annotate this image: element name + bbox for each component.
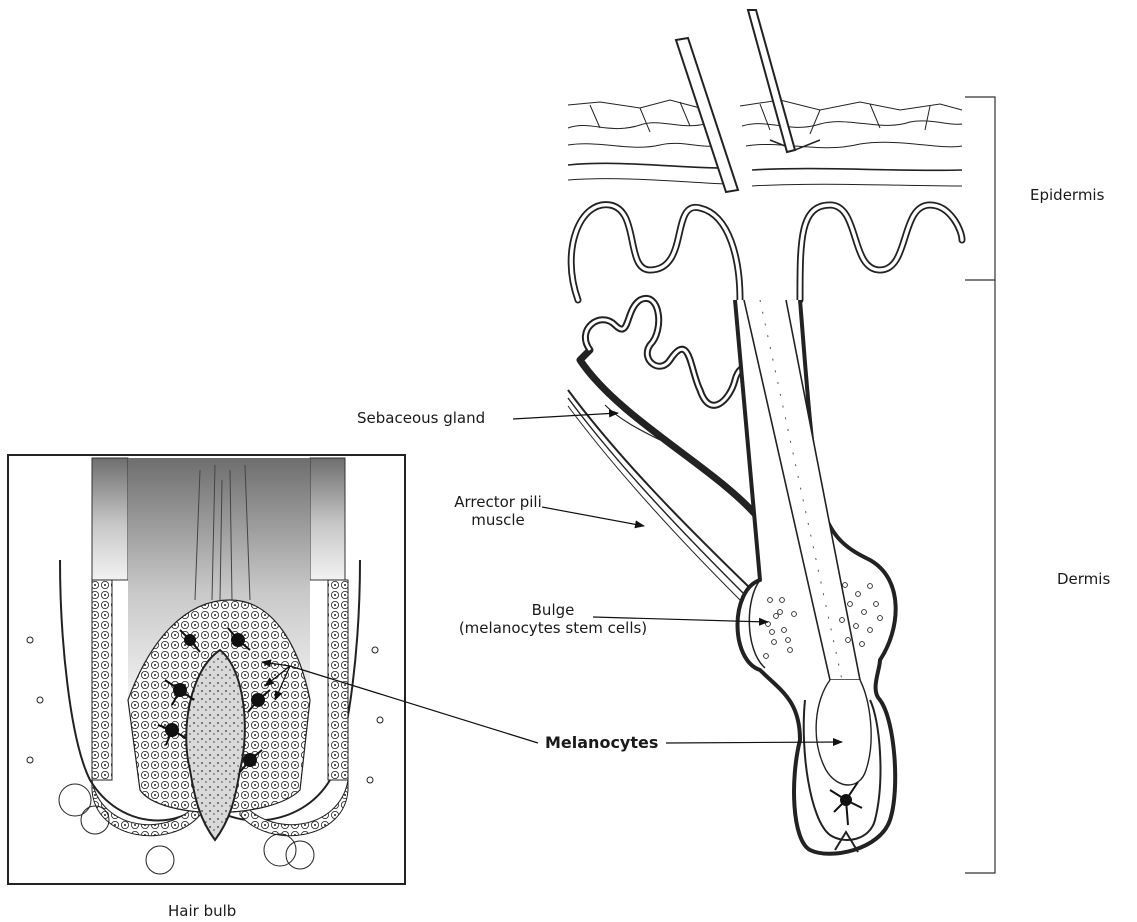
melanocytes-label: Melanocytes	[545, 734, 658, 752]
arrector-pili-label-line2: muscle	[448, 511, 548, 529]
bulge-label: Bulge (melanocytes stem cells)	[438, 601, 668, 637]
bulge-label-line2: (melanocytes stem cells)	[438, 619, 668, 637]
bulge-label-line1: Bulge	[438, 601, 668, 619]
layer-brackets	[965, 97, 995, 873]
hair-shafts	[676, 10, 795, 192]
arrector-pili-label-line1: Arrector pili	[448, 493, 548, 511]
sebaceous-gland-label: Sebaceous gland	[357, 409, 485, 427]
sebaceous-gland-shape	[580, 298, 760, 520]
epidermis-label: Epidermis	[1030, 186, 1104, 204]
sebaceous-gland-arrow	[513, 413, 618, 419]
epidermis-layer	[568, 100, 962, 186]
follicle	[735, 300, 896, 854]
hair-bulb-label: Hair bulb	[168, 902, 236, 920]
arrector-pili-arrow	[542, 507, 644, 526]
arrector-pili-label: Arrector pili muscle	[448, 493, 548, 529]
dermal-papillae	[571, 205, 962, 300]
dermis-label: Dermis	[1057, 570, 1110, 588]
hair-bulb-inset	[8, 455, 405, 884]
